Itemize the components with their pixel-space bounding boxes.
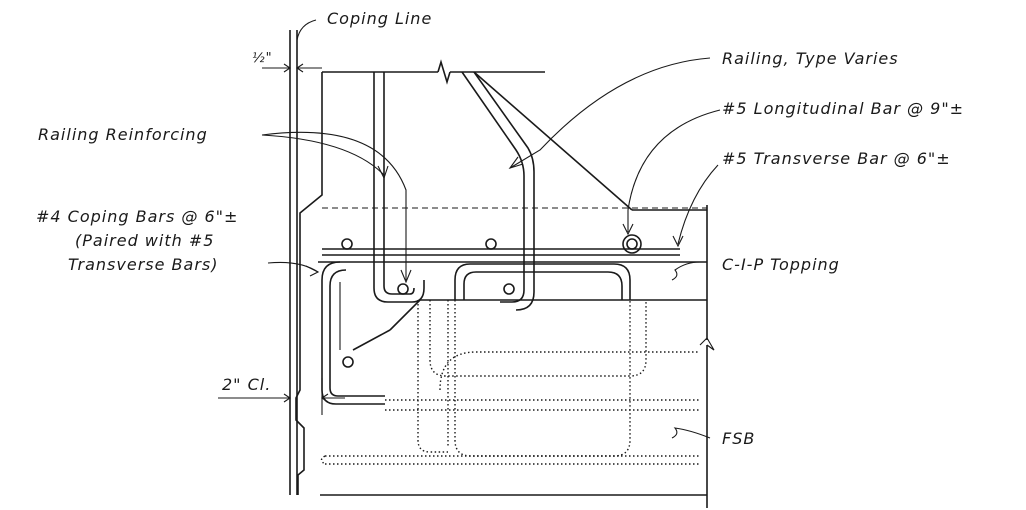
railing-inclined-bar xyxy=(461,71,535,311)
railing-face-line xyxy=(473,71,633,211)
leader-lines xyxy=(261,57,721,439)
half-inch-label: ½" xyxy=(252,51,273,66)
railing-reinforcing-label: Railing Reinforcing xyxy=(38,125,208,144)
fsb-dotted-reinforcement xyxy=(320,300,700,465)
slab-outline xyxy=(295,72,715,508)
coping-bars-label-line3: Transverse Bars) xyxy=(68,255,218,274)
railing-top-line xyxy=(322,59,545,85)
coping-bars-label-line1: #4 Coping Bars @ 6"± xyxy=(36,207,238,226)
coping-line-leader xyxy=(296,19,317,41)
coping-bars-label-line2: (Paired with #5 xyxy=(75,231,214,250)
longitudinal-bars xyxy=(341,234,642,368)
clearance-dimension xyxy=(218,378,345,415)
topping-stirrup xyxy=(454,263,631,300)
transverse-bar-lines xyxy=(322,248,680,256)
clearance-label: 2" Cl. xyxy=(222,375,271,394)
longitudinal-bar-label: #5 Longitudinal Bar @ 9"± xyxy=(722,99,964,118)
coping-bar xyxy=(321,261,385,405)
railing-reinforcing-bar xyxy=(373,72,425,303)
cip-topping-label: C-I-P Topping xyxy=(722,255,840,274)
fsb-label: FSB xyxy=(722,429,755,448)
transverse-bar-label: #5 Transverse Bar @ 6"± xyxy=(722,149,951,168)
railing-type-label: Railing, Type Varies xyxy=(722,49,899,68)
half-inch-dimension xyxy=(262,63,322,73)
coping-line-label: Coping Line xyxy=(327,9,432,28)
